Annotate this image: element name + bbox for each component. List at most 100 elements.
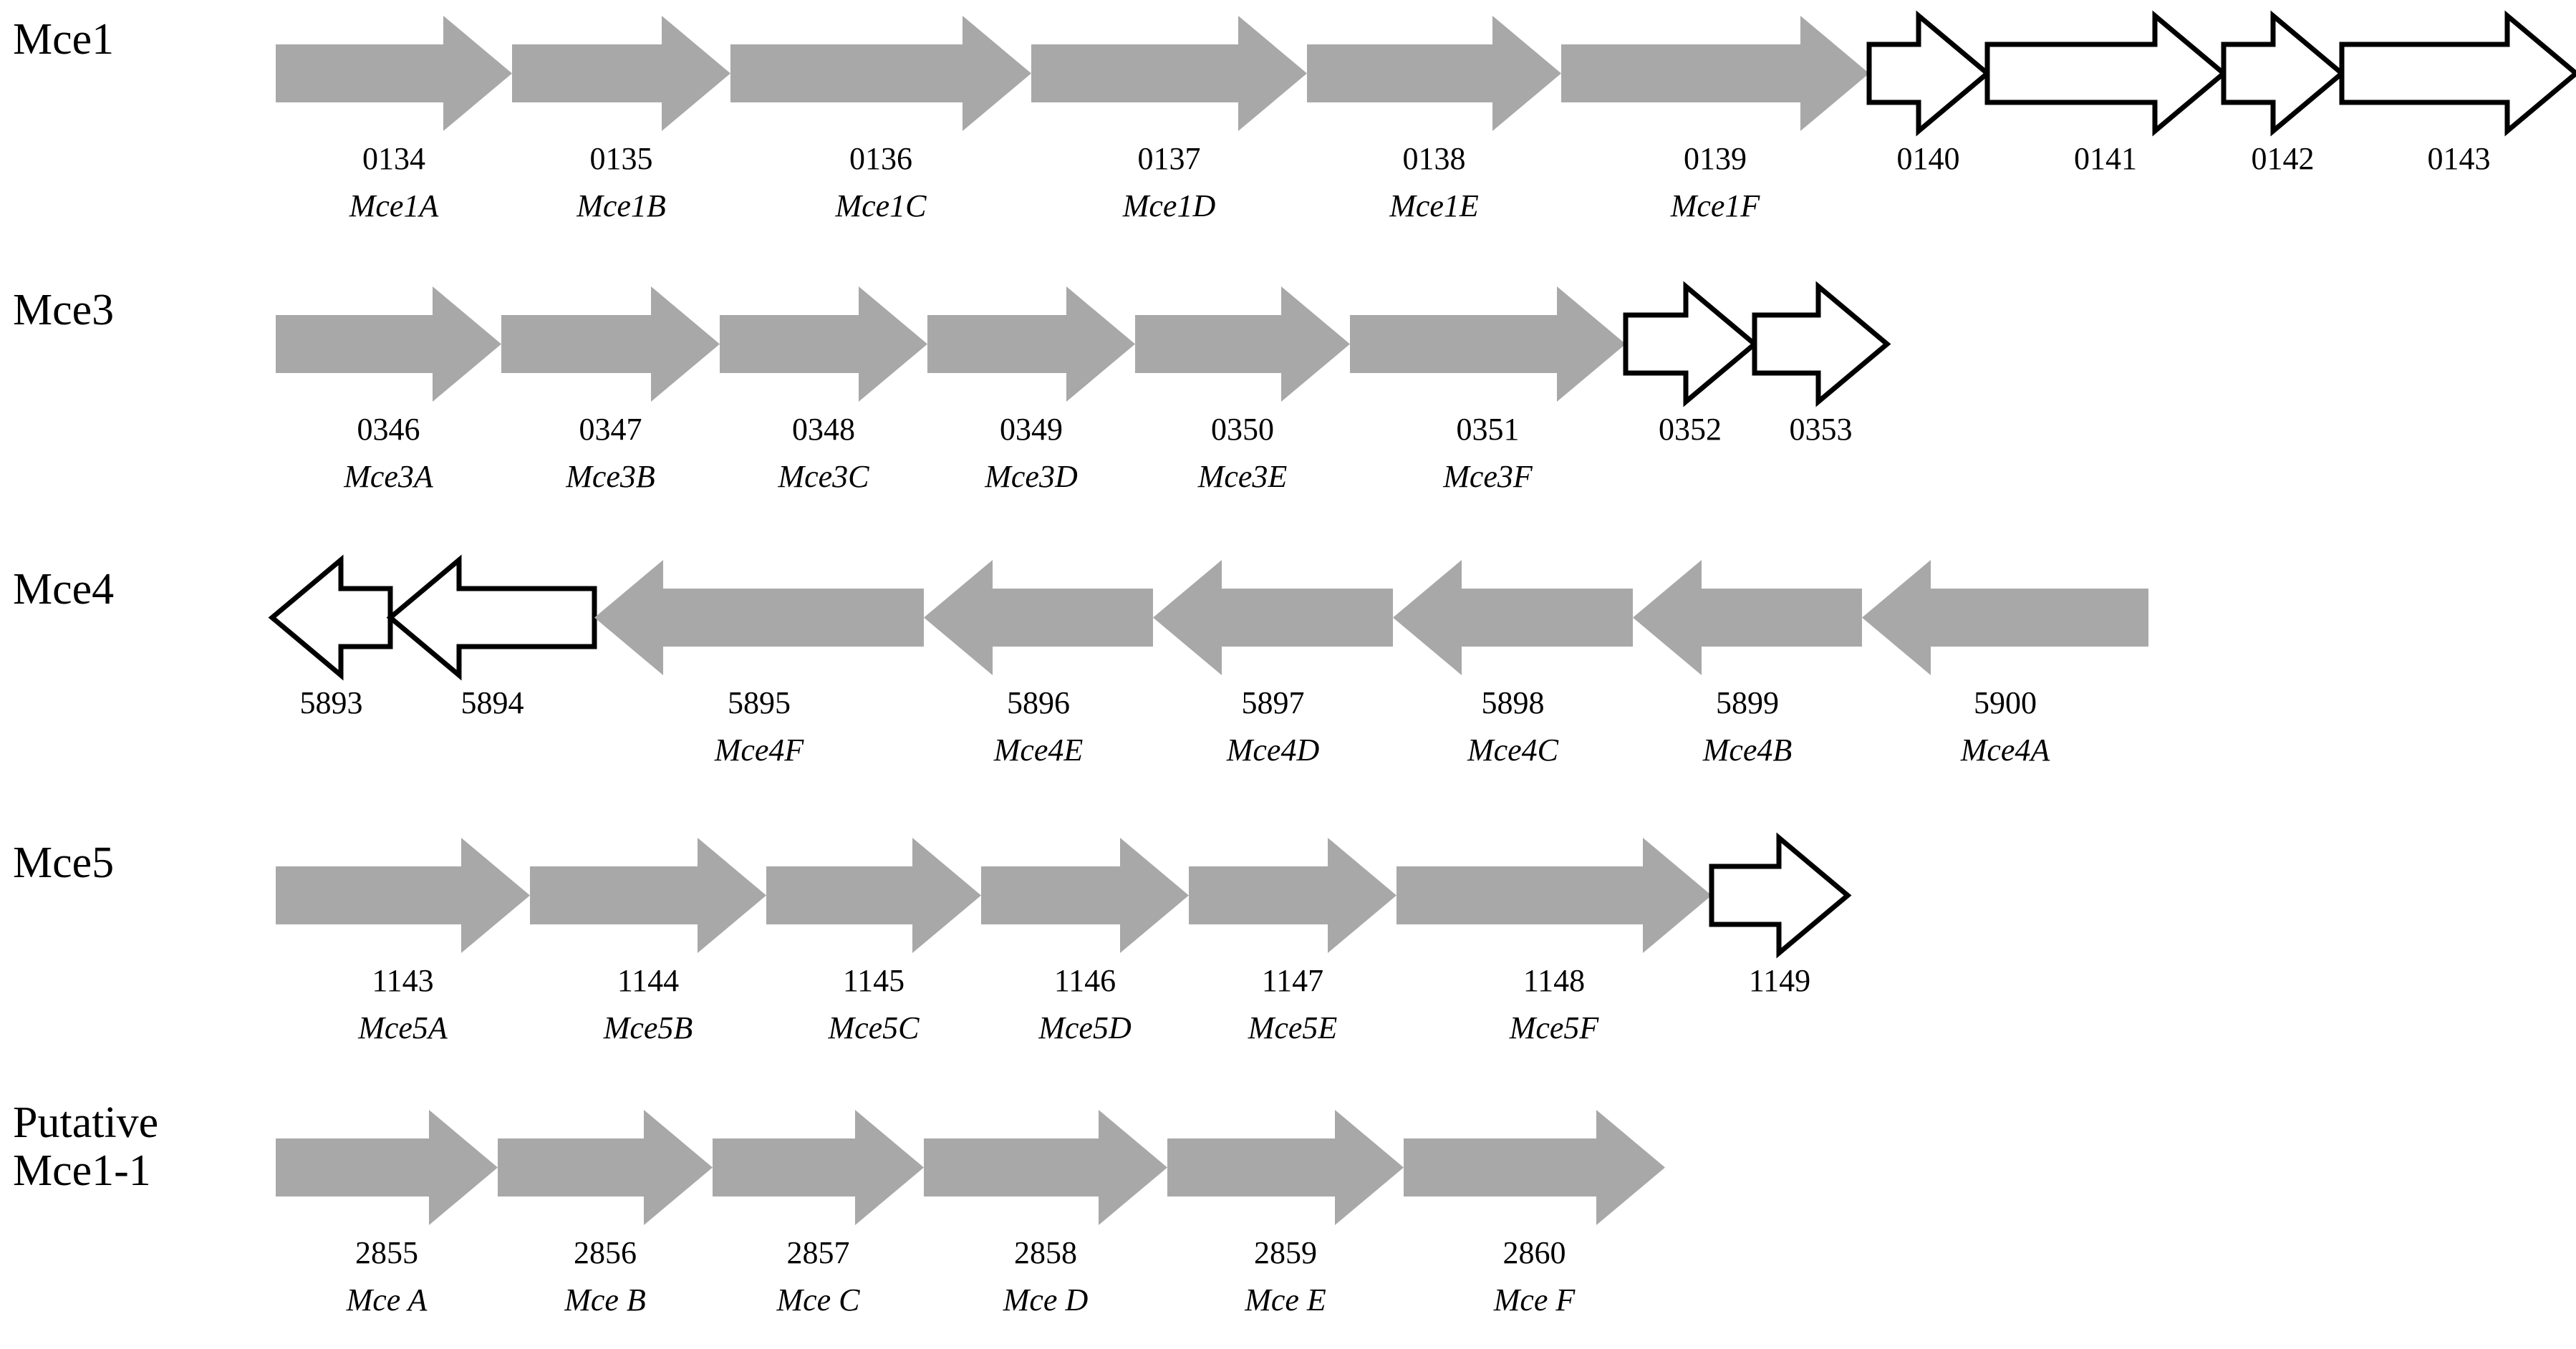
gene-arrow-5893[interactable] — [268, 554, 393, 681]
gene-locus-tag: 0143 — [2427, 141, 2491, 176]
gene-arrow-2855[interactable] — [276, 1110, 498, 1225]
gene-caption-0352: 0352 — [1659, 414, 1722, 445]
gene-locus-tag: 5898 — [1481, 685, 1545, 720]
gene-arrow-0136[interactable] — [730, 16, 1031, 131]
gene-locus-tag: 5894 — [460, 685, 524, 720]
gene-arrow-5898[interactable] — [1393, 560, 1633, 675]
gene-caption-5894: 5894 — [461, 687, 524, 719]
gene-arrow-0139[interactable] — [1561, 16, 1869, 131]
gene-product-name: Mce1E — [1389, 188, 1479, 223]
gene-arrow-2857[interactable] — [713, 1110, 924, 1225]
gene-locus-tag: 5895 — [728, 685, 791, 720]
gene-product-name: Mce A — [346, 1282, 428, 1317]
gene-arrow-5896[interactable] — [924, 560, 1153, 675]
gene-arrow-0134[interactable] — [276, 16, 512, 131]
gene-arrow-1144[interactable] — [530, 838, 766, 953]
gene-locus-tag: 1149 — [1748, 963, 1811, 998]
gene-arrow-5900[interactable] — [1862, 560, 2148, 675]
gene-arrow-1143[interactable] — [276, 838, 530, 953]
gene-locus-tag: 1145 — [842, 963, 905, 998]
gene-arrow-0138[interactable] — [1307, 16, 1561, 131]
gene-locus-tag: 2857 — [786, 1235, 850, 1270]
gene-locus-tag: 5893 — [299, 685, 363, 720]
gene-product-name: Mce D — [1003, 1282, 1089, 1317]
gene-caption-0141: 0141 — [2074, 143, 2137, 175]
gene-locus-tag: 0353 — [1789, 412, 1853, 447]
gene-locus-tag: 1147 — [1261, 963, 1324, 998]
gene-product-name: Mce1D — [1122, 188, 1216, 223]
gene-arrow-0141[interactable] — [1984, 10, 2228, 137]
gene-locus-tag: 1144 — [617, 963, 680, 998]
gene-arrow-0346[interactable] — [276, 286, 501, 402]
gene-locus-tag: 0137 — [1137, 141, 1201, 176]
gene-product-name: Mce B — [564, 1282, 646, 1317]
gene-arrow-5897[interactable] — [1153, 560, 1393, 675]
gene-product-name: Mce1B — [577, 188, 666, 223]
gene-arrow-0347[interactable] — [501, 286, 720, 402]
gene-product-name: Mce5F — [1509, 1010, 1599, 1045]
gene-arrow-0140[interactable] — [1866, 10, 1992, 137]
gene-arrow-0351[interactable] — [1350, 286, 1626, 402]
gene-arrow-1146[interactable] — [981, 838, 1189, 953]
gene-product-name: Mce C — [776, 1282, 860, 1317]
gene-product-name: Mce5D — [1038, 1010, 1132, 1045]
gene-arrow-0142[interactable] — [2221, 10, 2346, 137]
gene-arrow-2858[interactable] — [924, 1110, 1167, 1225]
gene-arrow-2856[interactable] — [498, 1110, 713, 1225]
gene-arrow-2859[interactable] — [1167, 1110, 1404, 1225]
gene-locus-tag: 0349 — [1000, 412, 1063, 447]
gene-locus-tag: 2855 — [354, 1235, 418, 1270]
gene-arrow-1149[interactable] — [1709, 832, 1852, 959]
gene-arrow-0349[interactable] — [927, 286, 1135, 402]
gene-locus-tag: 0141 — [2074, 141, 2137, 176]
gene-arrow-5899[interactable] — [1633, 560, 1862, 675]
gene-arrow-0352[interactable] — [1623, 281, 1759, 407]
gene-arrow-0135[interactable] — [512, 16, 730, 131]
gene-product-name: Mce4D — [1226, 732, 1320, 768]
gene-arrow-2860[interactable] — [1404, 1110, 1665, 1225]
gene-caption-1149: 1149 — [1749, 965, 1810, 997]
gene-product-name: Mce4B — [1702, 732, 1793, 768]
gene-locus-tag: 0138 — [1402, 141, 1466, 176]
gene-locus-tag: 2856 — [574, 1235, 637, 1270]
gene-caption-0140: 0140 — [1897, 143, 1960, 175]
gene-arrow-1145[interactable] — [766, 838, 981, 953]
gene-arrow-1147[interactable] — [1189, 838, 1396, 953]
gene-arrow-0137[interactable] — [1031, 16, 1307, 131]
gene-locus-tag: 0350 — [1211, 412, 1274, 447]
gene-arrow-5895[interactable] — [594, 560, 924, 675]
gene-arrow-5894[interactable] — [386, 554, 597, 681]
gene-caption-0142: 0142 — [2252, 143, 2315, 175]
gene-locus-tag: 0346 — [357, 412, 420, 447]
gene-arrow-1148[interactable] — [1396, 838, 1712, 953]
gene-arrow-0353[interactable] — [1752, 281, 1891, 407]
gene-arrow-0143[interactable] — [2339, 10, 2576, 137]
gene-product-name: Mce3D — [985, 459, 1078, 494]
gene-product-name: Mce5E — [1248, 1010, 1338, 1045]
gene-product-name: Mce4E — [993, 732, 1084, 768]
gene-arrow-0348[interactable] — [720, 286, 927, 402]
operon-label-mce1: Mce1 — [13, 15, 115, 64]
gene-arrow-0350[interactable] — [1135, 286, 1350, 402]
